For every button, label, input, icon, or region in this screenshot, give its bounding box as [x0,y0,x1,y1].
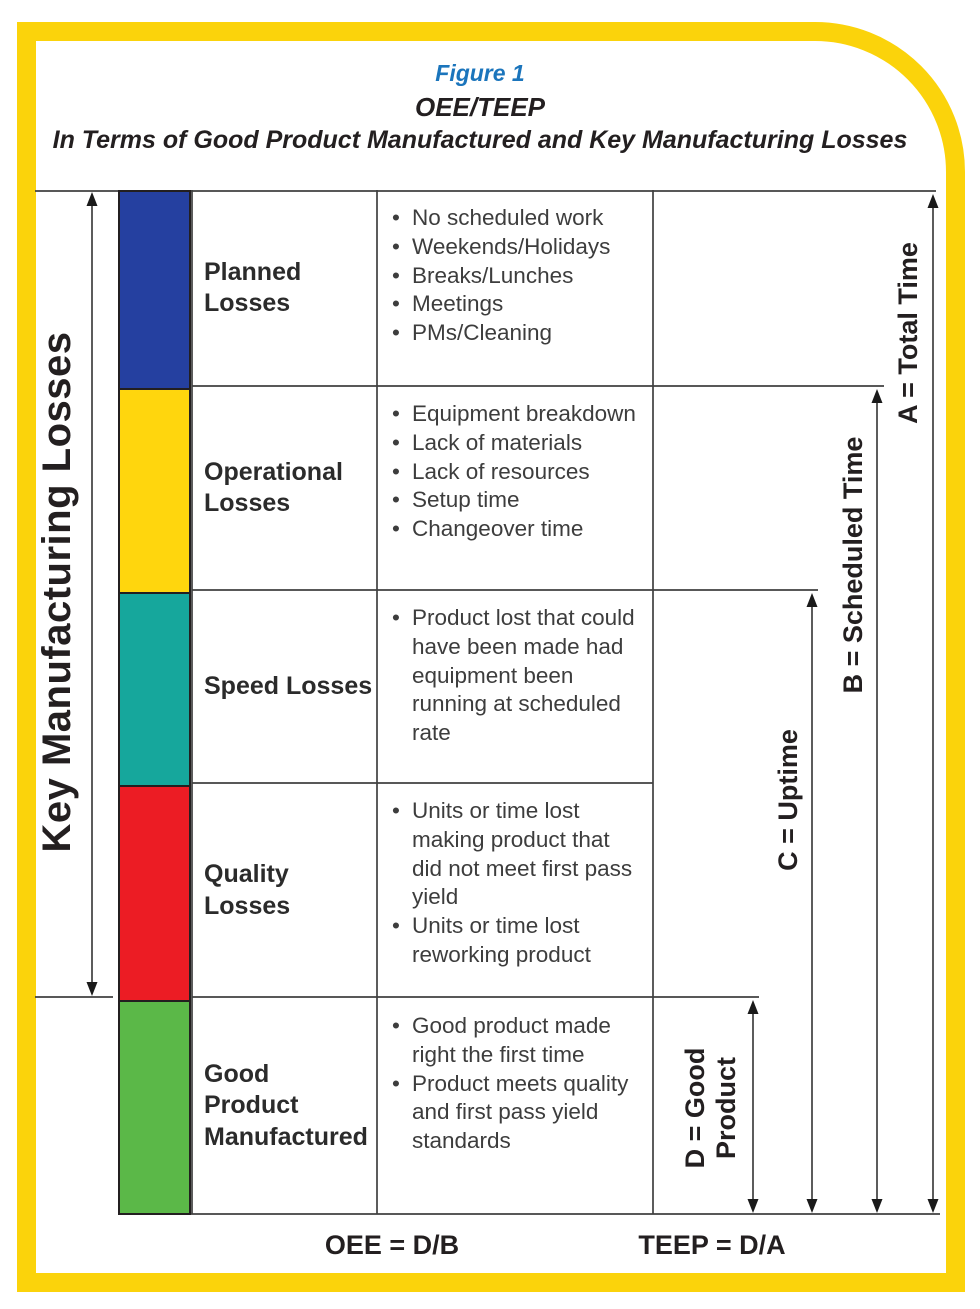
bullet-item: PMs/Cleaning [388,319,643,348]
arrowhead-down [747,1199,759,1213]
row-label-quality-losses: Quality Losses [204,860,291,920]
span-label-scheduled-time: B = Scheduled Time [838,436,868,694]
bar-segment-planned-losses [120,192,189,388]
bullet-item: Equipment breakdown [388,400,643,429]
arrowhead-up [806,593,818,607]
bar-segment-quality-losses [120,785,189,1000]
bullet-item: Product lost that could have been made h… [388,604,643,748]
arrowhead-down [927,1199,939,1213]
row-label-speed-losses: Speed Losses [204,671,373,700]
bullets-good-product: Good product made right the first time P… [388,998,643,1156]
arrowhead-up [747,1000,759,1014]
bullet-item: Good product made right the first time [388,1012,643,1070]
bullets-planned-losses: No scheduled work Weekends/Holidays Brea… [388,190,643,348]
teep-formula: TEEP = D/A [638,1230,786,1260]
span-label-good-product-line1: D = Good [680,1047,710,1169]
yellow-frame [17,22,965,1292]
bullet-item: Units or time lost reworking product [388,912,643,970]
span-label-uptime: C = Uptime [773,729,803,871]
arrowhead-down [86,982,98,996]
arrowhead-up [871,389,883,403]
bullet-item: Changeover time [388,515,643,544]
bullets-operational-losses: Equipment breakdown Lack of materials La… [388,386,643,544]
left-axis-label: Key Manufacturing Losses [35,331,79,853]
bullet-item: Weekends/Holidays [388,233,643,262]
arrowhead-down [806,1199,818,1213]
arrowhead-up [86,192,98,206]
row-label-good-product: Good Product Manufactured [204,1060,368,1151]
bullet-item: No scheduled work [388,204,643,233]
arrowhead-up [927,194,939,208]
bullet-item: Lack of resources [388,458,643,487]
oee-formula: OEE = D/B [324,1230,460,1260]
loss-color-bar [118,190,191,1215]
arrowhead-down [871,1199,883,1213]
span-label-good-product: D = Good Product [680,1008,744,1208]
row-label-operational-losses: Operational Losses [204,457,343,517]
bullet-item: Product meets quality and first pass yie… [388,1070,643,1156]
bullets-quality-losses: Units or time lost making product that d… [388,783,643,970]
bar-segment-speed-losses [120,592,189,785]
bullet-item: Setup time [388,486,643,515]
figure-title: OEE/TEEP [414,92,546,122]
bar-segment-good-product [120,1000,189,1213]
row-label-planned-losses: Planned Losses [204,257,302,317]
bullets-speed-losses: Product lost that could have been made h… [388,590,643,748]
bullet-item: Meetings [388,290,643,319]
figure-number: Figure 1 [435,60,525,86]
span-label-good-product-line2: Product [711,1057,741,1160]
bullet-item: Units or time lost making product that d… [388,797,643,912]
bullet-item: Breaks/Lunches [388,262,643,291]
figure-subtitle: In Terms of Good Product Manufactured an… [52,126,908,154]
bullet-item: Lack of materials [388,429,643,458]
bar-segment-operational-losses [120,388,189,592]
span-label-total-time: A = Total Time [893,242,923,424]
